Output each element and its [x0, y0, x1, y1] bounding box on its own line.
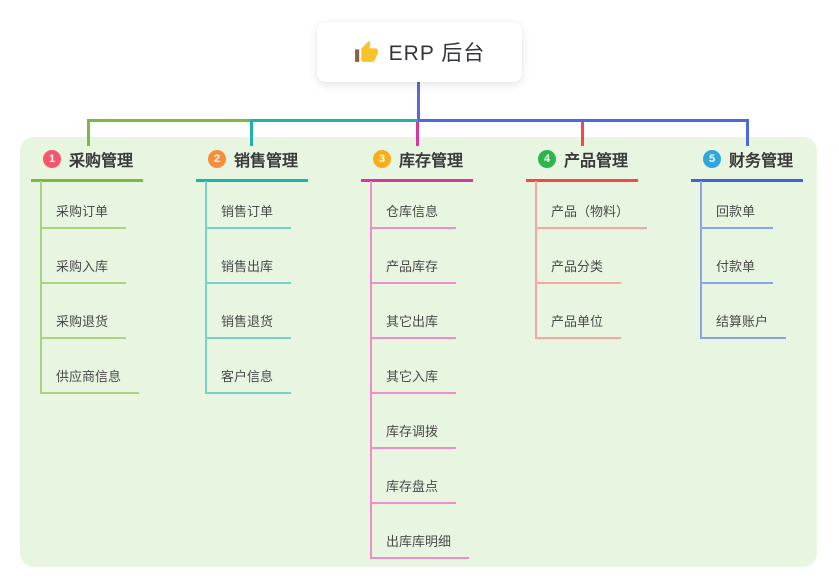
- tree-item-label: 回款单: [702, 201, 774, 229]
- branch-items-inventory: 仓库信息 产品库存 其它出库 其它入库 库存调拨 库存盘点 出库库明细: [370, 181, 470, 559]
- tree-item[interactable]: 产品单位: [537, 284, 647, 339]
- branch-badge-1: 1: [43, 150, 61, 168]
- branch-title-purchase[interactable]: 1 采购管理: [31, 147, 144, 182]
- tree-item-label: 销售出库: [207, 256, 292, 284]
- tree-item[interactable]: 结算账户: [702, 284, 787, 339]
- tree-item-label: 其它出库: [372, 311, 457, 339]
- root-node[interactable]: ERP 后台: [317, 22, 522, 82]
- tree-item[interactable]: 其它出库: [372, 284, 469, 339]
- branch-badge-2: 2: [208, 150, 226, 168]
- root-title: ERP 后台: [388, 42, 486, 65]
- tree-item[interactable]: 客户信息: [207, 339, 292, 394]
- tree-item[interactable]: 采购退货: [42, 284, 139, 339]
- branch-items-finance: 回款单 付款单 结算账户: [700, 181, 787, 339]
- tree-item-label: 结算账户: [702, 311, 787, 339]
- tree-item[interactable]: 供应商信息: [42, 339, 140, 394]
- connector-sales: [253, 119, 418, 122]
- tree-item[interactable]: 销售退货: [207, 284, 292, 339]
- branch-badge-4: 4: [538, 150, 556, 168]
- branch-badge-3: 3: [373, 150, 391, 168]
- tree-item[interactable]: 产品分类: [537, 229, 647, 284]
- tree-item-label: 客户信息: [207, 366, 292, 394]
- branch-items-sales: 销售订单 销售出库 销售退货 客户信息: [205, 181, 292, 394]
- tree-item-label: 采购退货: [42, 311, 127, 339]
- branch-label-sales: 销售管理: [234, 153, 299, 170]
- tree-item[interactable]: 产品（物料）: [537, 181, 648, 229]
- tree-item-label: 库存盘点: [372, 476, 457, 504]
- connector-purchase: [87, 119, 253, 122]
- tree-item-label: 付款单: [702, 256, 774, 284]
- branch-badge-5: 5: [703, 150, 721, 168]
- tree-item-label: 销售订单: [207, 201, 292, 229]
- tree-item[interactable]: 采购入库: [42, 229, 139, 284]
- branch-title-product[interactable]: 4 产品管理: [526, 147, 639, 182]
- branch-label-finance: 财务管理: [729, 153, 794, 170]
- tree-item[interactable]: 销售出库: [207, 229, 292, 284]
- tree-item[interactable]: 采购订单: [42, 181, 139, 229]
- tree-item[interactable]: 仓库信息: [372, 181, 469, 229]
- tree-item[interactable]: 其它入库: [372, 339, 469, 394]
- branch-title-finance[interactable]: 5 财务管理: [691, 147, 804, 182]
- tree-item-label: 采购订单: [42, 201, 127, 229]
- drop-purchase: [87, 119, 90, 146]
- tree-item-label: 产品（物料）: [537, 201, 648, 229]
- tree-item[interactable]: 出库库明细: [372, 504, 470, 559]
- branch-items-product: 产品（物料） 产品分类 产品单位: [535, 181, 648, 339]
- tree-item[interactable]: 库存调拨: [372, 394, 469, 449]
- tree-item-label: 库存调拨: [372, 421, 457, 449]
- branch-label-inventory: 库存管理: [399, 153, 464, 170]
- connector-finance: [418, 119, 749, 122]
- tree-item-label: 仓库信息: [372, 201, 457, 229]
- tree-item-label: 采购入库: [42, 256, 127, 284]
- tree-item[interactable]: 回款单: [702, 181, 786, 229]
- root-connector-line: [417, 82, 420, 122]
- drop-sales: [250, 119, 253, 146]
- tree-item-label: 其它入库: [372, 366, 457, 394]
- drop-finance: [746, 119, 749, 146]
- branch-title-inventory[interactable]: 3 库存管理: [361, 147, 474, 182]
- tree-item-label: 产品单位: [537, 311, 622, 339]
- tree-item-label: 供应商信息: [42, 366, 140, 394]
- drop-inventory: [416, 122, 419, 146]
- branch-items-purchase: 采购订单 采购入库 采购退货 供应商信息: [40, 181, 140, 394]
- branch-label-purchase: 采购管理: [69, 153, 134, 170]
- tree-item[interactable]: 付款单: [702, 229, 786, 284]
- tree-item-label: 产品库存: [372, 256, 457, 284]
- thumbs-up-icon: [354, 40, 378, 62]
- tree-item-label: 产品分类: [537, 256, 622, 284]
- branch-label-product: 产品管理: [564, 153, 629, 170]
- tree-item[interactable]: 产品库存: [372, 229, 469, 284]
- tree-item-label: 出库库明细: [372, 531, 470, 559]
- tree-item-label: 销售退货: [207, 311, 292, 339]
- drop-product: [581, 122, 584, 146]
- branches-panel: [20, 137, 817, 567]
- tree-item[interactable]: 销售订单: [207, 181, 292, 229]
- tree-item[interactable]: 库存盘点: [372, 449, 469, 504]
- branch-title-sales[interactable]: 2 销售管理: [196, 147, 309, 182]
